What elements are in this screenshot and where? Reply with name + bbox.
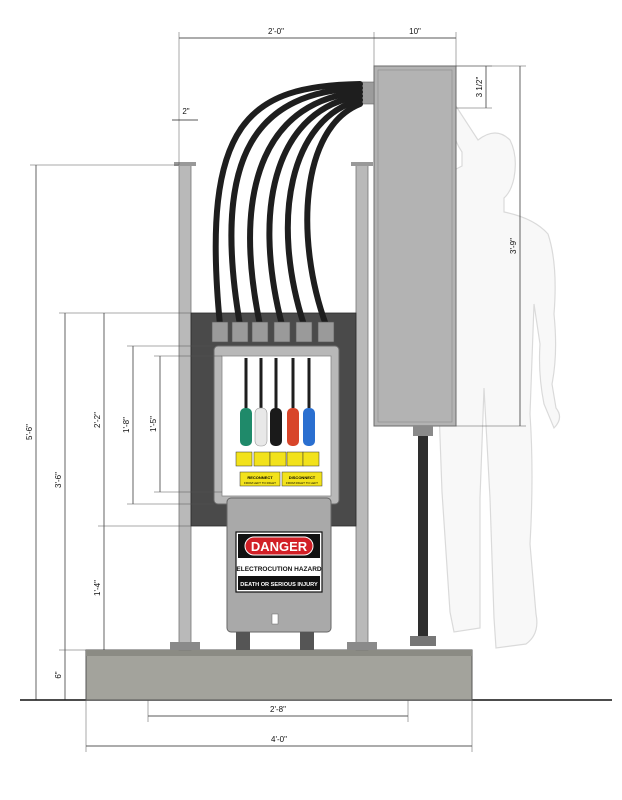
dim-box-inner: 1'-8" bbox=[122, 417, 131, 433]
concrete-base bbox=[85, 649, 473, 701]
box-glands bbox=[211, 321, 335, 343]
right-post bbox=[355, 164, 369, 651]
right-post-cap bbox=[351, 162, 373, 166]
danger-sign-line2: DEATH OR SERIOUS INJURY bbox=[240, 582, 318, 588]
reconnect-text: RECONNECT bbox=[247, 475, 273, 480]
connector-white bbox=[254, 407, 268, 447]
connector-green bbox=[240, 408, 252, 446]
tall-enclosure-door bbox=[377, 69, 453, 423]
left-post-cap bbox=[174, 162, 196, 166]
dimension-lines bbox=[30, 32, 526, 752]
dim-connector-span: 1'-5" bbox=[149, 416, 158, 432]
dim-panel-height: 3'-6" bbox=[54, 472, 63, 488]
connector-black bbox=[270, 408, 282, 446]
cable-3 bbox=[247, 89, 363, 328]
connector-blue bbox=[303, 408, 315, 446]
cable-bundle bbox=[212, 81, 363, 328]
dim-enclosure-height: 3'-9" bbox=[509, 238, 518, 254]
disconnect-label bbox=[281, 471, 323, 487]
connector-red bbox=[287, 408, 299, 446]
concrete-base-top bbox=[86, 650, 472, 656]
left-foot-conduit bbox=[236, 632, 250, 650]
dim-enclosure-offset: 3 1/2" bbox=[475, 77, 484, 98]
dim-base-width: 4'-0" bbox=[271, 735, 287, 744]
inner-cables bbox=[244, 358, 311, 408]
dim-bottom-clearance: 1'-4" bbox=[93, 580, 102, 596]
dim-overall-height: 5'-6" bbox=[25, 424, 34, 440]
dim-base-height: 6" bbox=[54, 671, 63, 678]
left-post-base-plate bbox=[170, 642, 200, 650]
danger-enclosure-latch bbox=[271, 613, 279, 625]
cable-gland bbox=[361, 81, 375, 105]
cable-4 bbox=[266, 93, 363, 328]
conduit bbox=[418, 426, 428, 642]
conduit-coupling-bottom bbox=[410, 636, 436, 646]
phase-labels bbox=[235, 451, 320, 467]
dim-top-width: 2'-0" bbox=[268, 27, 284, 36]
dim-enclosure-depth: 10" bbox=[409, 27, 421, 36]
reconnect-label bbox=[239, 471, 281, 487]
dim-box-height: 2'-2" bbox=[93, 412, 102, 428]
cable-5 bbox=[284, 97, 363, 328]
tall-enclosure bbox=[373, 65, 457, 427]
conduit-coupling-top bbox=[413, 426, 433, 436]
cable-1 bbox=[212, 81, 363, 328]
dim-base-inner-width: 2'-8" bbox=[270, 705, 286, 714]
dim-post-width: 2" bbox=[182, 107, 189, 116]
disconnect-text: DISCONNECT bbox=[289, 475, 316, 480]
cable-2 bbox=[228, 85, 363, 328]
disconnect-subtext: FROM RIGHT TO LEFT bbox=[286, 481, 318, 485]
left-post bbox=[178, 164, 192, 651]
danger-sign-line1: ELECTROCUTION HAZARD bbox=[236, 566, 322, 573]
danger-sign-footer-band bbox=[238, 576, 320, 590]
reconnect-subtext: FROM LEFT TO RIGHT bbox=[244, 481, 276, 485]
danger-sign-oval bbox=[244, 536, 314, 556]
cable-6 bbox=[304, 101, 363, 328]
danger-sign-header: DANGER bbox=[251, 539, 308, 554]
right-foot-conduit bbox=[300, 632, 314, 650]
right-post-base-plate bbox=[347, 642, 377, 650]
